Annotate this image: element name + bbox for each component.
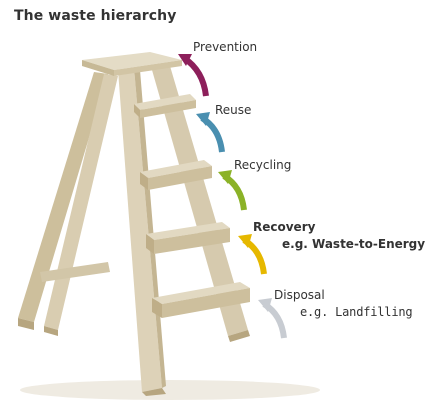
ladder-top-platform (82, 52, 182, 70)
arrow-prevention (178, 54, 209, 97)
diagram-title: The waste hierarchy (14, 8, 177, 24)
ladder-back-brace (40, 262, 110, 282)
ladder-left-rail (118, 68, 162, 392)
step-sublabel-recovery: e.g. Waste-to-Energy (282, 237, 426, 251)
arrow-recycling (218, 170, 247, 211)
arrow-reuse (196, 112, 225, 153)
step-label-recycling: Recycling (234, 158, 292, 172)
ladder-rung-2 (140, 160, 212, 190)
arrow-recovery (238, 234, 267, 275)
ladder-right-rail (152, 66, 248, 336)
step-label-prevention: Prevention (193, 40, 258, 54)
ladder-rung-1 (134, 94, 196, 118)
ladder-back-leg-2 (44, 74, 118, 330)
ladder-rung-4 (152, 282, 250, 318)
ladder-back-leg (18, 72, 108, 322)
ladder-rung-3 (146, 222, 230, 254)
ground-shadow (20, 380, 320, 400)
arrow-disposal (258, 298, 287, 339)
step-label-disposal: Disposal (274, 288, 325, 302)
step-sublabel-disposal: e.g. Landfilling (300, 305, 413, 319)
step-label-reuse: Reuse (215, 103, 252, 117)
step-label-recovery: Recovery (253, 220, 316, 234)
